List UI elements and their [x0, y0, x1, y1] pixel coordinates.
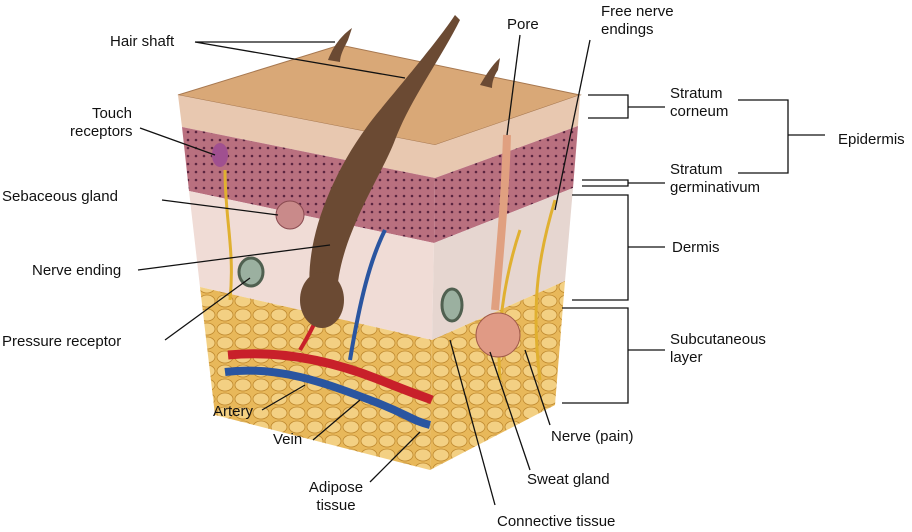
label-dermis: Dermis [672, 239, 720, 256]
label-artery: Artery [213, 403, 254, 420]
label-line: corneum [670, 103, 729, 120]
label-nerve-ending: Nerve ending [32, 262, 122, 279]
label-sweat-gland: Sweat gland [527, 471, 610, 488]
label-line: Free nerve [601, 3, 674, 20]
label-line: Stratum [670, 161, 723, 178]
label-pressure-receptor: Pressure receptor [2, 333, 122, 350]
label-sebaceous-gland: Sebaceous gland [2, 188, 118, 205]
nerve-fibers [223, 169, 557, 381]
label-nerve-pain: Nerve (pain) [551, 428, 634, 445]
label-line: Adipose [308, 479, 364, 496]
artery [227, 349, 434, 405]
pressure-receptor [237, 256, 265, 288]
leader-lines [137, 34, 825, 506]
front-epidermis [182, 127, 435, 243]
hair-shaft [309, 15, 460, 310]
label-line: Subcutaneous [670, 331, 766, 348]
label-pore: Pore [507, 16, 539, 33]
touch-receptor [212, 143, 228, 167]
label-line: Stratum [670, 85, 723, 102]
sweat-gland [475, 312, 521, 358]
label-epidermis: Epidermis [838, 131, 905, 148]
label-hair-shaft: Hair shaft [110, 33, 175, 50]
sebaceous-gland [275, 200, 305, 230]
label-vein: Vein [273, 431, 303, 448]
label-line: Touch [91, 105, 132, 122]
label-line: layer [670, 349, 703, 366]
label-line: tissue [316, 497, 356, 514]
label-line: receptors [70, 123, 133, 140]
label-line: endings [601, 21, 654, 38]
label-connective-tissue: Connective tissue [497, 513, 616, 530]
vein [224, 366, 432, 429]
label-line: germinativum [670, 179, 761, 196]
sweat-duct [491, 134, 511, 311]
